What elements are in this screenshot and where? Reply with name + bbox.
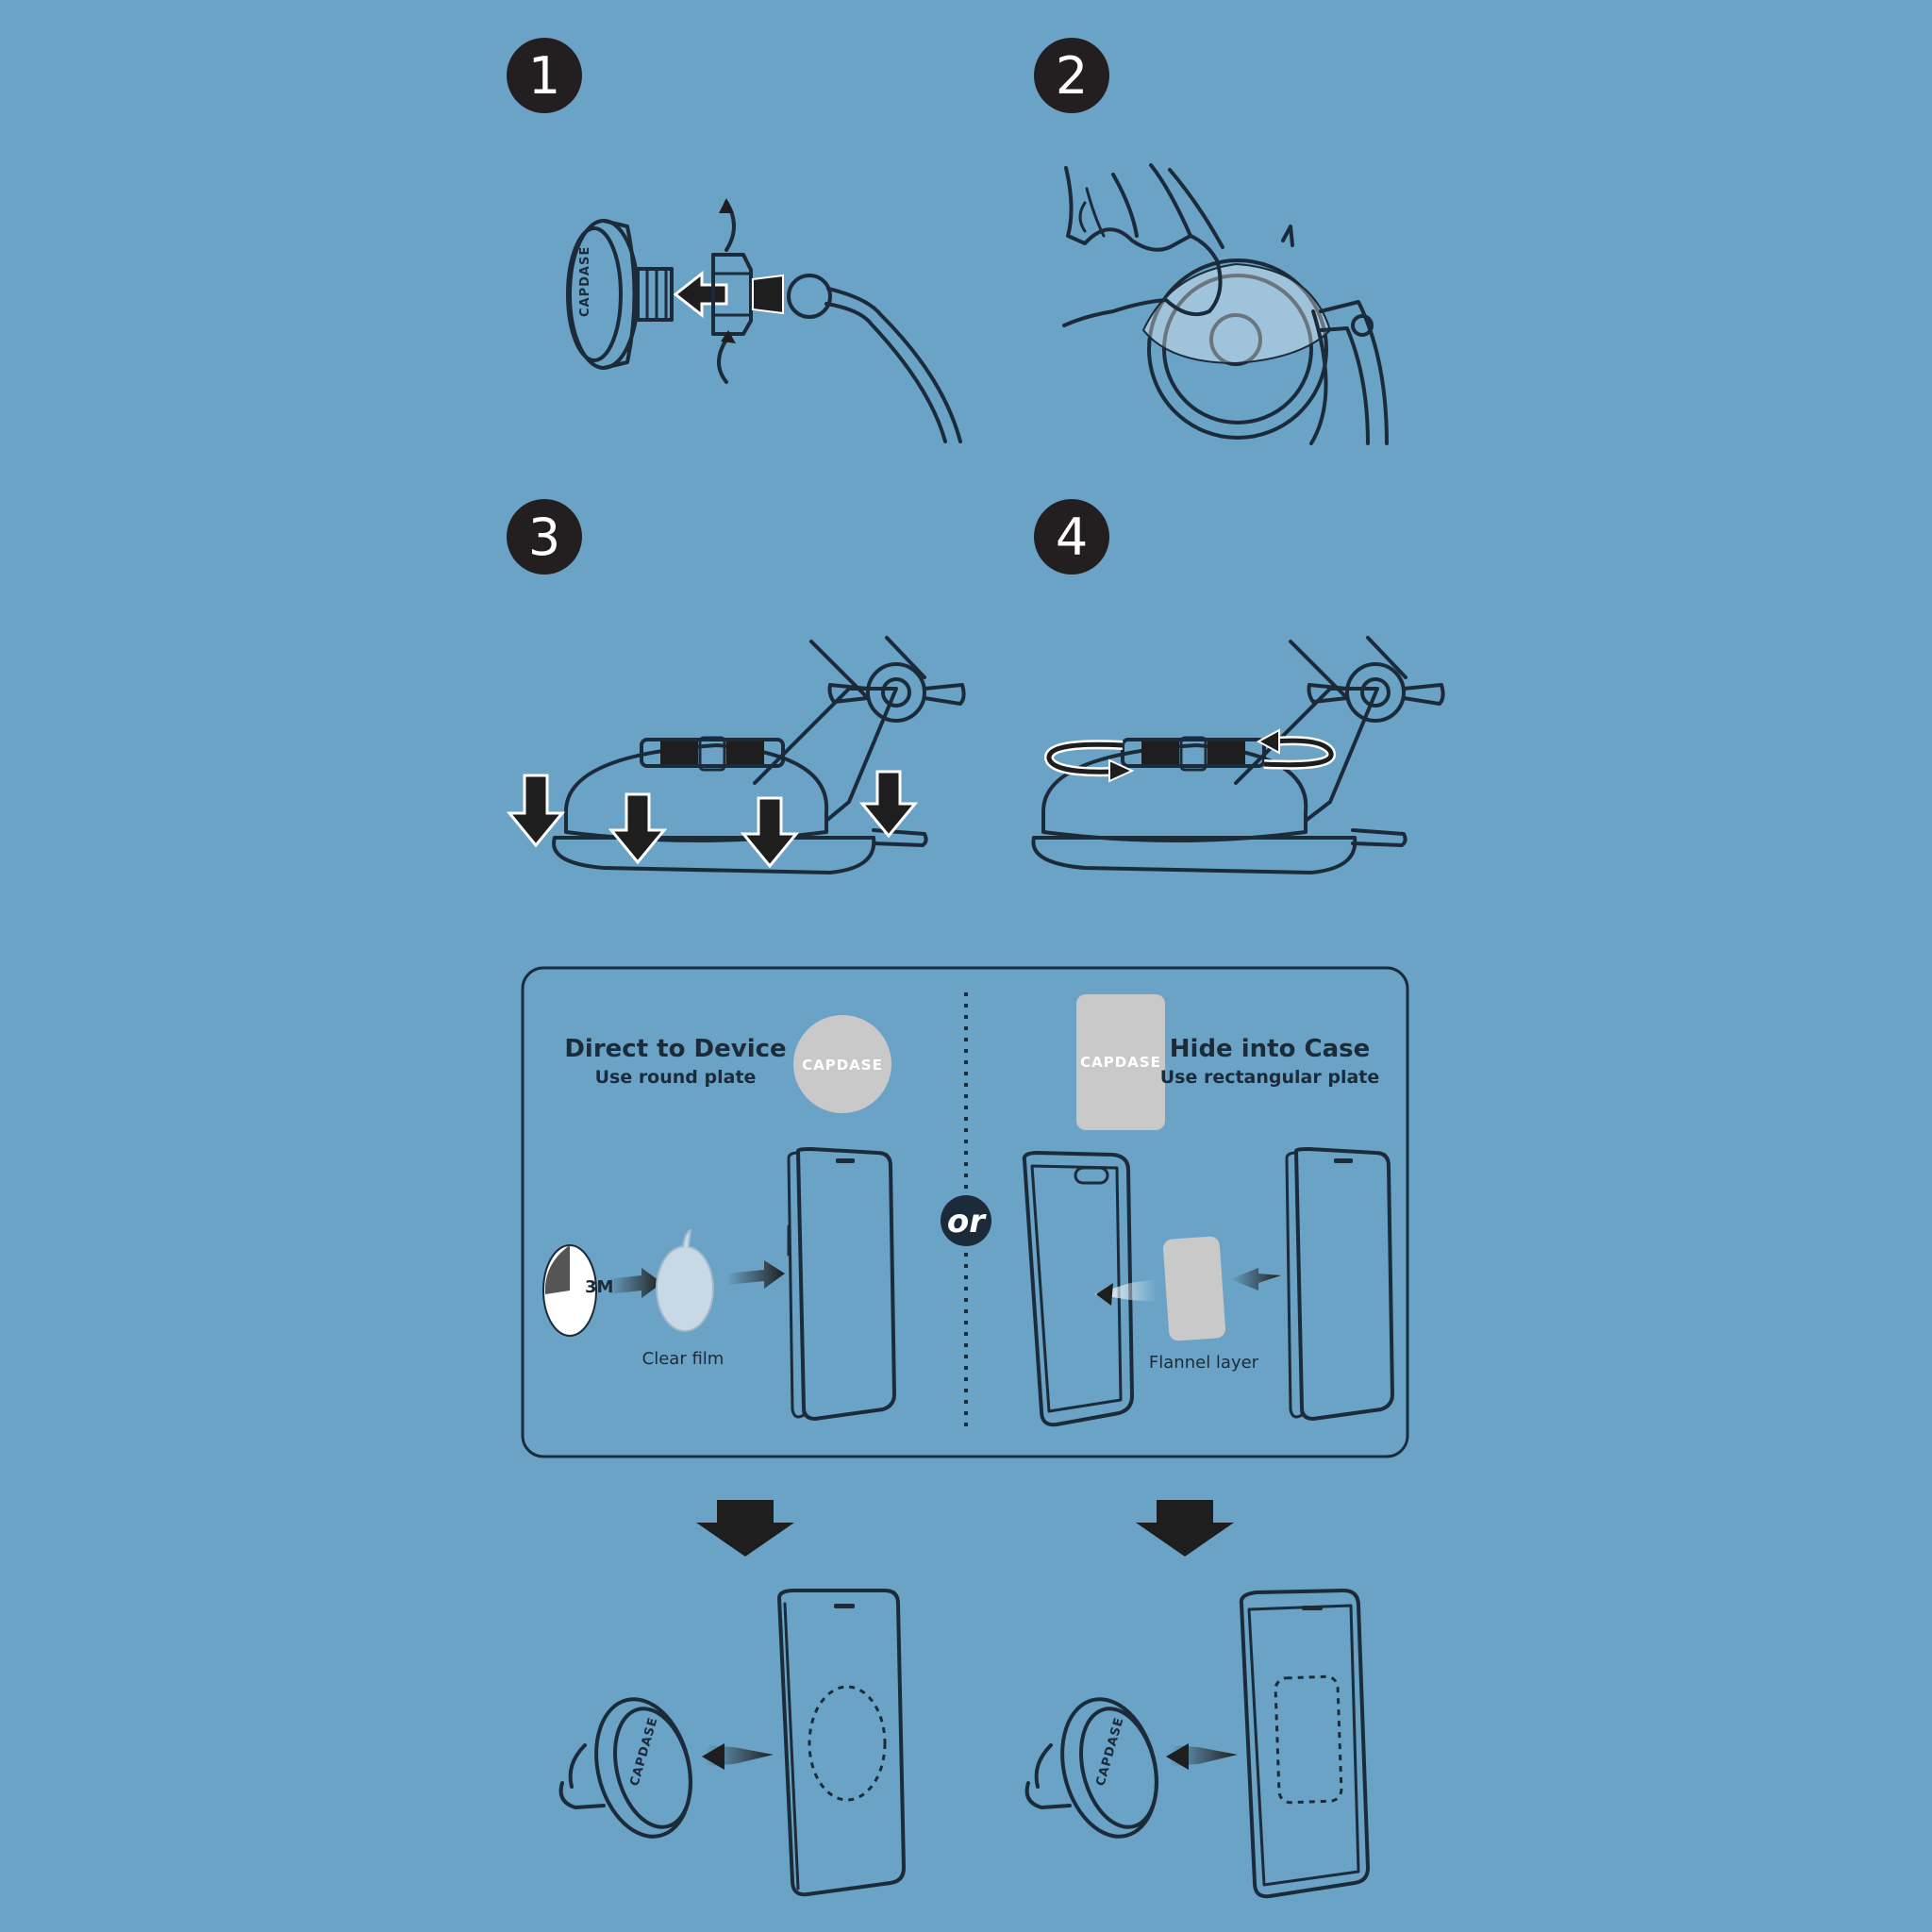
step-3-number: 3 <box>528 508 560 567</box>
step-3-illustration <box>506 636 966 874</box>
option-right-title: Hide into Case <box>1170 1035 1370 1063</box>
step-1-badge: 1 <box>507 38 582 113</box>
adhesive-sticker: 3M <box>542 1244 613 1337</box>
result-arrow-right <box>1136 1500 1234 1557</box>
phone-case <box>1022 1151 1134 1427</box>
result-right-brand: CAPDASE <box>1093 1716 1126 1788</box>
result-left-illustration: CAPDASE <box>558 1589 906 1897</box>
step-1-brand: CAPDASE <box>578 246 592 317</box>
result-arrow-left <box>696 1500 794 1557</box>
phone-right <box>1285 1147 1394 1421</box>
step-4-badge: 4 <box>1034 499 1109 575</box>
mounting-options-panel: or Direct to Device Use round plate CAPD… <box>521 966 1409 1458</box>
or-badge: or <box>941 1195 991 1246</box>
step-3-badge: 3 <box>507 499 582 575</box>
flannel-layer-label: Flannel layer <box>1149 1353 1259 1373</box>
adhesive-text: 3M <box>585 1277 613 1297</box>
step-1-number: 1 <box>528 46 560 106</box>
option-left-title: Direct to Device <box>564 1035 786 1063</box>
step-1-illustration: CAPDASE <box>566 198 962 443</box>
step-4-number: 4 <box>1056 508 1088 567</box>
or-text: or <box>947 1203 987 1241</box>
option-left-subtitle: Use round plate <box>595 1067 757 1088</box>
round-metal-plate: CAPDASE <box>793 1015 891 1113</box>
step-2-badge: 2 <box>1034 38 1109 113</box>
rect-plate-brand: CAPDASE <box>1080 1054 1161 1071</box>
result-left-brand: CAPDASE <box>627 1716 660 1788</box>
clear-film-label: Clear film <box>642 1349 724 1369</box>
round-plate-brand: CAPDASE <box>802 1057 883 1074</box>
result-right-illustration: CAPDASE <box>1024 1589 1370 1899</box>
option-right-subtitle: Use rectangular plate <box>1160 1067 1380 1088</box>
step-4-illustration <box>1031 636 1445 874</box>
clear-film: Clear film <box>642 1228 724 1369</box>
option-hide-into-case: CAPDASE Hide into Case Use rectangular p… <box>1022 994 1394 1427</box>
option-direct-to-device: Direct to Device Use round plate CAPDASE… <box>542 1015 896 1421</box>
rectangular-metal-plate: CAPDASE <box>1076 994 1165 1130</box>
step-2-illustration <box>1062 163 1389 445</box>
phone-left <box>787 1147 896 1421</box>
flannel-plate: Flannel layer <box>1149 1236 1259 1373</box>
step-2-number: 2 <box>1056 46 1088 106</box>
